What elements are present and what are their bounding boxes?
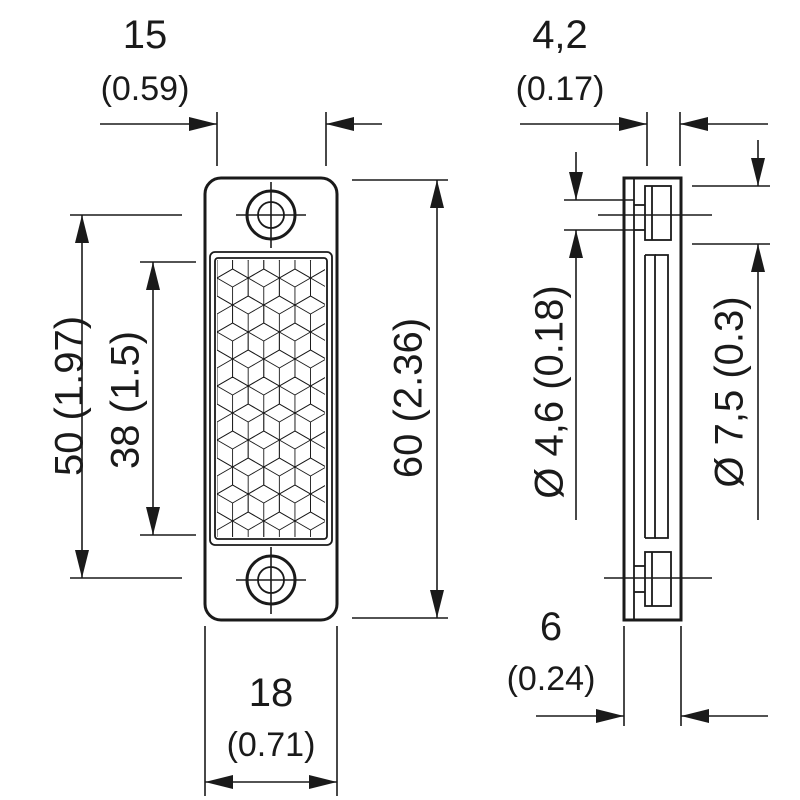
housing-outline — [203, 176, 339, 622]
lower-mounting-hole — [236, 547, 306, 614]
hole-diameter-dimension: Ø 4,6 (0.18) — [528, 152, 634, 520]
reflector-height-label: 38 (1.5) — [104, 331, 148, 469]
reflector-window-inner — [214, 257, 328, 540]
side-depth-alt: (0.24) — [507, 660, 596, 698]
side-thickness-alt: (0.17) — [516, 70, 605, 108]
overall-height-label: 60 (2.36) — [387, 318, 431, 478]
side-depth-value: 6 — [540, 605, 562, 649]
front-view: 15 (0.59) 18 (0.71) 50 (1.97) — [48, 13, 448, 796]
counterbore-diameter-label: Ø 7,5 (0.3) — [708, 296, 752, 487]
reflector-window-outer — [209, 251, 333, 546]
reflector-height-dimension: 38 (1.5) — [104, 261, 196, 536]
bottom-width-alt: (0.71) — [227, 726, 316, 764]
upper-mounting-hole — [236, 182, 306, 248]
top-width-value: 15 — [123, 13, 168, 57]
hole-diameter-label: Ø 4,6 (0.18) — [528, 285, 572, 498]
overall-height-dimension: 60 (2.36) — [352, 179, 448, 619]
bottom-width-dimension: 18 (0.71) — [204, 626, 338, 796]
top-width-alt: (0.59) — [101, 70, 190, 108]
side-depth-dimension: 6 (0.24) — [507, 605, 768, 726]
bottom-width-value: 18 — [249, 671, 294, 715]
prism-pattern — [217, 260, 325, 537]
counterbore-diameter-dimension: Ø 7,5 (0.3) — [692, 140, 770, 520]
hole-pitch-label: 50 (1.97) — [48, 316, 92, 476]
side-thickness-dimension: 4,2 (0.17) — [516, 13, 768, 166]
side-view: 4,2 (0.17) 6 (0.24) Ø 4,6 (0.18) — [507, 13, 770, 726]
side-thickness-value: 4,2 — [532, 13, 588, 57]
side-body-outline — [622, 176, 683, 622]
hole-pitch-dimension: 50 (1.97) — [48, 214, 182, 579]
top-width-dimension: 15 (0.59) — [100, 13, 382, 166]
